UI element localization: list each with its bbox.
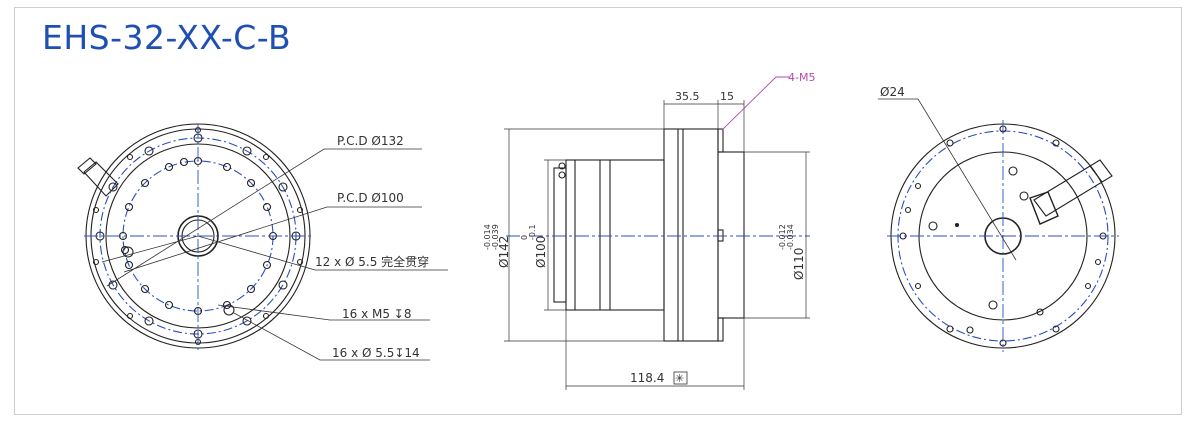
part-number-title: EHS-32-XX-C-B (42, 18, 292, 57)
screw-bottom (717, 317, 724, 342)
side-view (504, 76, 810, 390)
dia-110-tol-lower: -0.034 (786, 224, 795, 250)
dia-100-group: Ø100 0 -0.1 (520, 224, 548, 268)
dia-100-label: Ø100 (534, 236, 548, 268)
m5-holes-label: 16 x M5 ↧8 (342, 307, 412, 321)
connector-tab (83, 161, 119, 197)
rear-cap (553, 167, 567, 303)
motor-body (565, 159, 665, 311)
drawing-frame (14, 7, 1182, 415)
screw-mid (717, 229, 724, 242)
back-connector-line (1089, 165, 1103, 183)
dia-142-tol-lower: -0.039 (491, 224, 500, 250)
dia-110-tol-upper: -0.012 (778, 224, 787, 250)
dia-100-tol-upper: 0 (520, 235, 529, 240)
dia-24-label: Ø24 (880, 85, 905, 99)
side-knob (558, 162, 566, 170)
flange (663, 128, 719, 342)
side-dimension-lines (504, 100, 810, 390)
thread-4m5-label: 4-M5 (788, 71, 815, 84)
dia-142-tol-upper: -0.014 (483, 224, 492, 250)
pcd-132-label: P.C.D Ø132 (337, 134, 404, 148)
output-hub (717, 151, 745, 319)
dia-110-label: Ø110 (792, 248, 806, 280)
back-hole-pattern (899, 125, 1107, 347)
dim-35-5: 35.5 (675, 90, 700, 103)
4m5-leader (721, 76, 790, 131)
length-mark-box (673, 371, 688, 385)
inner-hole-pattern (118, 156, 278, 316)
front-view (77, 123, 448, 361)
dia-100-tol-lower: -0.1 (528, 224, 537, 240)
dia-142-label: Ø142 (497, 236, 511, 268)
screw-top (717, 128, 724, 153)
back-connector-base (1029, 191, 1059, 225)
connector-tab-end (77, 157, 97, 175)
dia-142-group: Ø142 -0.014 -0.039 (483, 224, 511, 268)
length-mark: ✳ (675, 372, 684, 385)
through-holes-label: 12 x Ø 5.5 完全贯穿 (315, 254, 429, 269)
dim-15: 15 (720, 90, 734, 103)
side-knob-2 (558, 171, 566, 179)
d55-holes-label: 16 x Ø 5.5↧14 (332, 346, 420, 360)
highlight-hole (223, 304, 235, 316)
back-connector (1033, 159, 1113, 217)
front-leaders (101, 148, 448, 361)
dia-24-leader (878, 98, 1017, 261)
back-dot (954, 222, 960, 228)
highlight-hole-2 (122, 246, 134, 258)
length-label: 118.4 (630, 371, 664, 385)
back-view (878, 98, 1119, 352)
pcd-100-label: P.C.D Ø100 (337, 191, 404, 205)
dia-110-group: Ø110 -0.012 -0.034 (778, 224, 806, 280)
